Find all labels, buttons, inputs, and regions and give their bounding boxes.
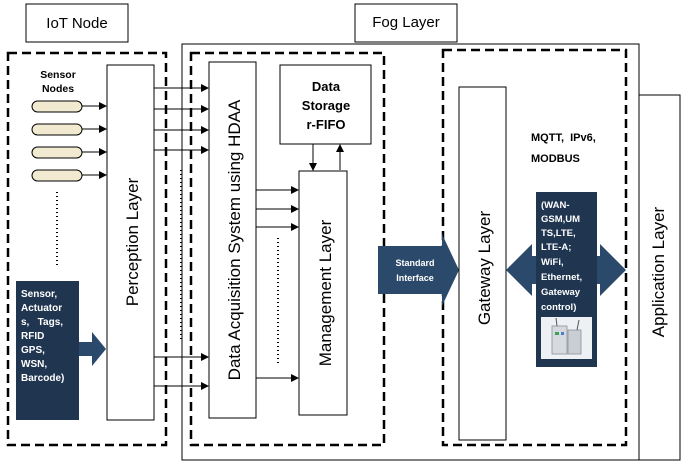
network-box-line: WiFi, <box>541 257 564 268</box>
data-acquisition-box <box>208 61 257 419</box>
gateway-layer-box <box>458 86 507 441</box>
sensor-box-line: s, Tags, <box>21 317 63 328</box>
sensor-node-icon <box>31 169 83 182</box>
fog-layer-title: Fog Layer <box>372 14 440 31</box>
data-acquisition-label: Data Acquisition System using HDAA <box>225 99 244 380</box>
perception-layer-box <box>106 64 155 421</box>
sensor-box-line: WSN, <box>21 359 47 370</box>
network-box-line: control) <box>541 302 576 313</box>
sensor-node-icon <box>31 100 83 113</box>
iot-node-title-box <box>25 3 129 43</box>
perception-to-acquisition-arrows <box>154 84 209 390</box>
sensor-actuator-box <box>16 281 79 420</box>
iot-node-title: IoT Node <box>46 15 107 32</box>
data-storage-line: Data <box>312 79 341 94</box>
network-box-line: Gateway <box>541 287 581 298</box>
sensor-box-line: Actuator <box>21 303 62 314</box>
storage-management-arrows <box>309 144 344 171</box>
sensor-box-line: Barcode) <box>21 373 64 384</box>
standard-interface-arrow <box>378 234 459 306</box>
network-box-line: LTE-A; <box>541 242 571 253</box>
sensor-node-icon <box>31 123 83 136</box>
sensor-box-line: GPS, <box>21 345 45 356</box>
network-box-line: Ethernet, <box>541 272 582 283</box>
perception-layer-label: Perception Layer <box>123 177 142 306</box>
gateway-device-icon <box>541 317 592 359</box>
sensor-arrows <box>82 102 107 179</box>
network-box-line: TS,LTE, <box>541 228 576 239</box>
gateway-layer-label: Gateway Layer <box>475 210 494 325</box>
sensor-node-icon <box>31 146 83 159</box>
network-interfaces-text: (WAN- GSM,UM TS,LTE, LTE-A; WiFi, Ethern… <box>541 200 582 313</box>
standard-interface-line: Standard <box>395 258 434 268</box>
acquisition-to-management-arrows <box>256 186 299 382</box>
data-storage-line: Storage <box>302 98 350 113</box>
network-box-line: (WAN- <box>541 200 570 211</box>
management-layer-label: Management Layer <box>316 219 335 366</box>
data-storage-line: r-FIFO <box>307 117 346 132</box>
fog-processing-dashed-region <box>189 51 386 447</box>
data-storage-box <box>279 64 372 145</box>
fog-layer-title-box <box>354 3 458 43</box>
sensor-nodes-label-2: Nodes <box>42 83 74 95</box>
application-layer-box <box>631 94 681 461</box>
standard-interface-line: Interface <box>396 273 434 283</box>
network-box-line: GSM,UM <box>541 214 580 225</box>
sensor-node-icons <box>31 100 83 182</box>
sensor-nodes-label-1: Sensor <box>40 69 76 81</box>
application-layer-label: Application Layer <box>649 206 668 337</box>
protocols-line: MQTT, IPv6, <box>531 132 596 144</box>
sensor-box-line: Sensor, <box>21 289 57 300</box>
iot-node-dashed-region <box>6 51 168 447</box>
protocols-line: MODBUS <box>531 153 580 165</box>
management-layer-box <box>298 170 348 416</box>
sensor-box-line: RFID <box>21 331 44 342</box>
sensor-actuator-text: Sensor, Actuator s, Tags, RFID GPS, WSN,… <box>21 289 64 384</box>
sensor-box-arrow <box>79 332 106 366</box>
